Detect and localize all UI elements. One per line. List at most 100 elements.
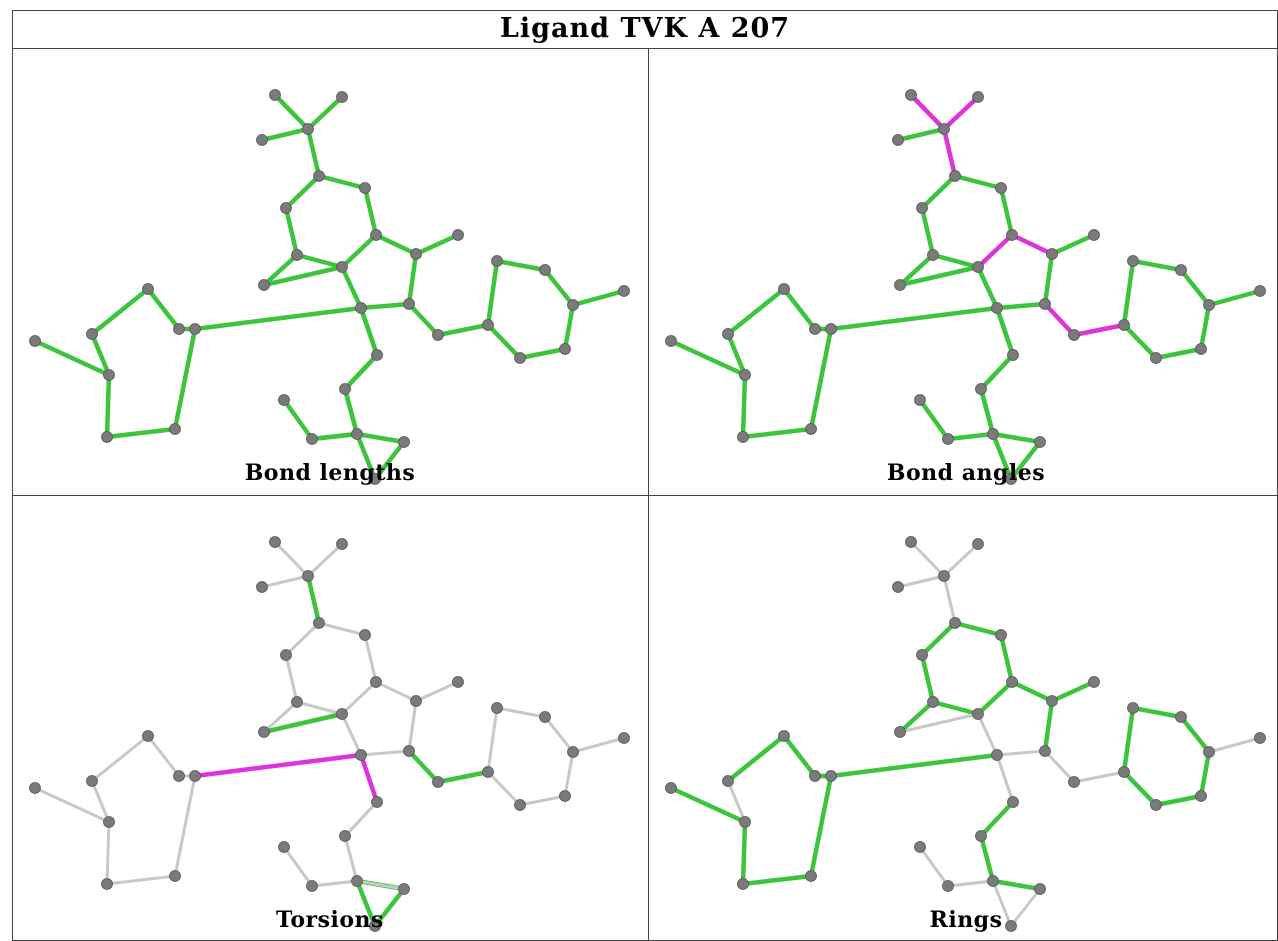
bond	[261, 264, 345, 288]
bond	[192, 752, 364, 779]
atom	[567, 299, 579, 311]
atom	[291, 249, 303, 261]
atom	[169, 870, 181, 882]
figure-frame: Ligand TVK A 207 Bond lengths Bond angle…	[12, 10, 1278, 941]
bond	[1121, 322, 1159, 361]
atom	[825, 770, 837, 782]
atom	[905, 89, 917, 101]
bond	[354, 431, 378, 482]
atom	[452, 676, 464, 688]
atom	[410, 695, 422, 707]
bond	[343, 800, 379, 838]
bond	[339, 232, 379, 270]
atom	[927, 249, 939, 261]
atom	[101, 431, 113, 443]
bond	[413, 232, 461, 257]
atom	[403, 298, 415, 310]
bond	[978, 352, 1016, 392]
bond	[340, 680, 378, 716]
bond	[518, 794, 567, 807]
bond	[372, 886, 407, 929]
atom	[1175, 711, 1187, 723]
bond	[316, 173, 368, 191]
bond	[998, 185, 1015, 238]
bond	[740, 426, 814, 440]
bond	[1049, 679, 1097, 704]
bond	[897, 264, 981, 288]
bond	[89, 331, 112, 378]
atom	[398, 436, 410, 448]
bond	[485, 322, 523, 361]
bond	[562, 302, 576, 352]
atom	[398, 883, 410, 895]
figure-title: Ligand TVK A 207	[499, 13, 791, 44]
bond	[485, 258, 500, 328]
atom	[975, 383, 987, 395]
atom	[278, 841, 290, 853]
atom	[258, 279, 270, 291]
atom	[336, 91, 348, 103]
bond	[282, 845, 314, 888]
atom	[1118, 319, 1130, 331]
bond	[284, 653, 299, 704]
bond	[942, 574, 957, 625]
atom	[618, 732, 630, 744]
atom	[432, 329, 444, 341]
bond	[486, 706, 499, 774]
atom	[371, 796, 383, 808]
atom	[1203, 746, 1215, 758]
atom	[665, 782, 677, 794]
bond	[359, 749, 411, 757]
atom	[739, 369, 751, 381]
bond	[919, 652, 936, 705]
bond	[362, 185, 379, 238]
bond	[1130, 258, 1184, 273]
atom	[894, 279, 906, 291]
bond	[1072, 770, 1126, 784]
bond	[407, 699, 418, 753]
bond	[975, 679, 1015, 717]
bond	[145, 286, 182, 332]
atom	[1006, 676, 1018, 688]
bond	[995, 753, 1015, 804]
atom	[355, 749, 367, 761]
bond	[259, 126, 311, 143]
atom	[1034, 436, 1046, 448]
atom	[339, 830, 351, 842]
atom	[291, 696, 303, 708]
bond	[486, 770, 522, 807]
atom	[359, 182, 371, 194]
atom	[1254, 732, 1266, 744]
atom	[778, 730, 790, 742]
bond	[172, 326, 198, 432]
atom	[739, 816, 751, 828]
bond	[372, 439, 407, 482]
bond	[374, 680, 418, 703]
bond	[317, 621, 367, 637]
bond	[1153, 346, 1204, 361]
atom	[103, 816, 115, 828]
bond	[994, 301, 1048, 311]
bond	[946, 879, 995, 888]
atom	[306, 433, 318, 445]
bond	[1042, 251, 1055, 307]
atom	[905, 536, 917, 548]
atom	[1005, 920, 1017, 932]
atom	[103, 369, 115, 381]
atom	[975, 830, 987, 842]
bond	[90, 734, 150, 783]
bond	[305, 94, 345, 132]
bond	[355, 879, 406, 891]
atom	[258, 726, 270, 738]
atom	[336, 708, 348, 720]
atom	[949, 617, 961, 629]
atom	[995, 182, 1007, 194]
bond	[1008, 439, 1043, 482]
atom	[370, 676, 382, 688]
atom	[189, 770, 201, 782]
bond	[543, 715, 575, 754]
atom	[369, 920, 381, 932]
bond	[1207, 736, 1262, 754]
panel-bond-angles	[665, 89, 1266, 485]
bond	[1042, 301, 1077, 338]
